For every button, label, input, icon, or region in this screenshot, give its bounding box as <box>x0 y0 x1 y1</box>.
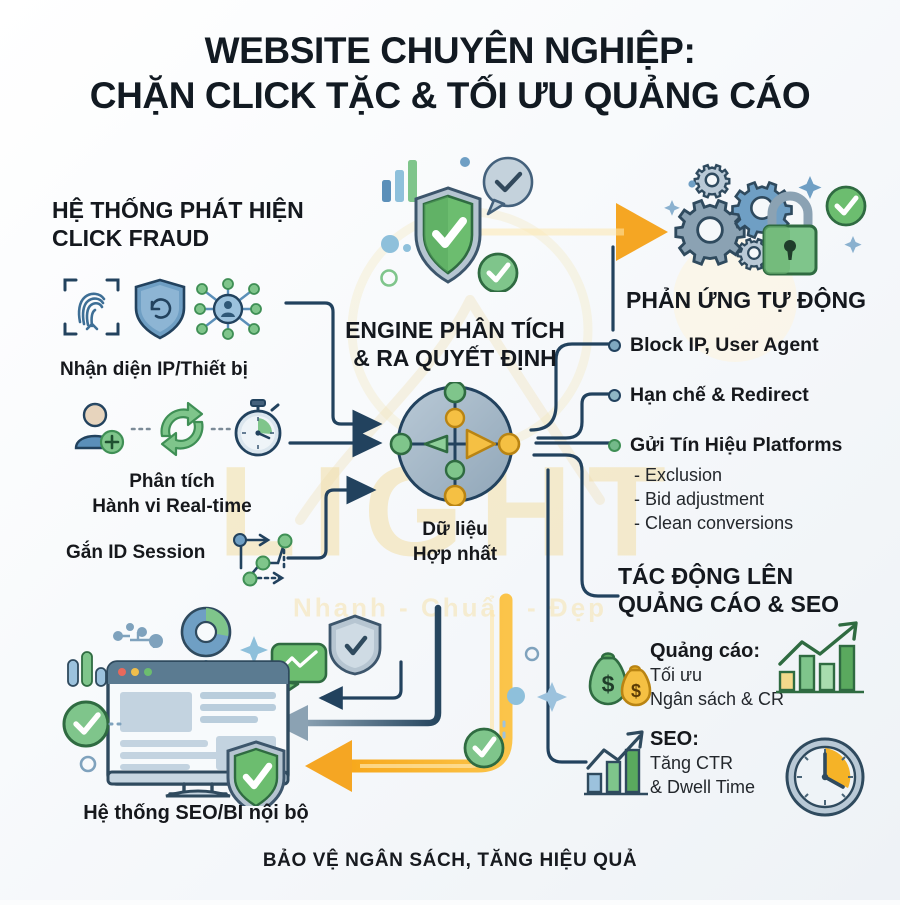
response-item-1-label: Hạn chế & Redirect <box>630 384 809 406</box>
response-item-2-label: Gửi Tín Hiệu Platforms <box>630 434 843 456</box>
caption-session: Gắn ID Session <box>66 542 206 563</box>
donut-chart-icon <box>180 606 232 678</box>
behavior-line-2: Hành vi Real-time <box>92 495 252 517</box>
seo-line-1: Tăng CTR <box>650 753 734 773</box>
page-title: WEBSITE CHUYÊN NGHIỆP: CHẶN CLICK TẶC & … <box>0 28 900 118</box>
watermark-sub-text: Nhanh - Chuẩn - Đẹp <box>292 592 608 623</box>
network-user-icon <box>194 278 262 340</box>
response-sub-item-1: - Bid adjustment <box>634 488 765 509</box>
detection-icon-row <box>60 272 290 349</box>
monitor-dashboard-icon <box>58 596 358 816</box>
stopwatch-icon <box>234 399 282 457</box>
response-item-1[interactable]: Hạn chế & Redirect <box>608 384 809 407</box>
shield-refresh-icon <box>134 278 186 340</box>
fingerprint-scan-icon <box>63 278 120 336</box>
ads-block: Quảng cáo: Tối ưu Ngân sách & CR <box>650 638 784 712</box>
section-heading-impact: TÁC ĐỘNG LÊN QUẢNG CÁO & SEO <box>618 562 839 618</box>
center-shield-check-icon <box>326 612 384 681</box>
refresh-cycle-icon <box>160 401 204 457</box>
unified-data-line-2: Hợp nhất <box>412 543 498 565</box>
ads-title: Quảng cáo: <box>650 640 761 662</box>
money-bags-icon: $ $ <box>586 640 658 715</box>
top-shield-cluster <box>372 152 622 297</box>
caption-unified-data: Dữ liệu Hợp nhất <box>380 518 530 567</box>
title-line-2: CHẶN CLICK TẶC & TỐI ƯU QUẢNG CÁO <box>89 75 811 117</box>
user-add-icon <box>74 402 125 455</box>
lock-icon <box>762 191 818 276</box>
check-badge-icon <box>477 252 519 294</box>
footer-caption: BẢO VỆ NGÂN SÁCH, TĂNG HIỆU QUẢ <box>262 850 638 871</box>
caption-seo-bi: Hệ thống SEO/BI nội bộ <box>83 802 309 824</box>
unified-data-line-1: Dữ liệu <box>422 519 488 540</box>
response-item-0-label: Block IP, User Agent <box>630 334 819 356</box>
shield-check-icon <box>414 186 482 284</box>
caption-ip-device: Nhận diện IP/Thiết bị <box>60 359 248 380</box>
sparkle-icon <box>240 636 268 664</box>
section-heading-engine: ENGINE PHÂN TÍCH & RA QUYẾT ĐỊNH <box>330 316 580 372</box>
response-sub-item-0: - Exclusion <box>634 465 723 485</box>
pill-bars-icon <box>67 651 107 687</box>
check-badge-icon <box>825 185 867 227</box>
bullet-dot-icon <box>608 389 621 402</box>
impact-heading-line-1: TÁC ĐỘNG LÊN <box>618 563 794 589</box>
bullet-dot-icon <box>608 339 621 352</box>
behavior-icon-row <box>62 398 284 465</box>
seo-title: SEO: <box>650 728 699 750</box>
shield-check-icon <box>226 740 286 816</box>
engine-hub-icon <box>385 380 525 511</box>
response-sub-item-2: - Clean conversions <box>634 512 794 533</box>
seo-growth-chart-icon <box>582 728 660 807</box>
bar-chart-mini-icon <box>382 160 417 202</box>
ads-line-1: Tối ưu <box>650 665 703 685</box>
gear-large-icon <box>674 199 746 266</box>
behavior-line-1: Phân tích <box>129 471 215 492</box>
chat-check-icon <box>482 156 534 216</box>
decorative-dots <box>440 640 580 775</box>
gear-tiny-icon <box>736 237 772 271</box>
gear-small-icon <box>693 163 731 199</box>
seo-block: SEO: Tăng CTR & Dwell Time <box>650 726 755 800</box>
section-heading-response: PHẢN ỨNG TỰ ĐỘNG <box>626 287 867 313</box>
clock-icon <box>782 734 868 825</box>
section-heading-detection: HỆ THỐNG PHÁT HIỆN CLICK FRAUD <box>52 196 332 252</box>
engine-heading-line-2: & RA QUYẾT ĐỊNH <box>353 345 557 372</box>
svg-text:$: $ <box>631 681 641 701</box>
check-badge-icon <box>62 700 110 748</box>
seo-line-2: & Dwell Time <box>650 776 756 797</box>
response-sub-items: - Exclusion - Bid adjustment - Clean con… <box>634 464 793 535</box>
engine-heading-line-1: ENGINE PHÂN TÍCH <box>345 317 565 343</box>
growth-bar-chart-icon <box>774 620 868 705</box>
svg-text:$: $ <box>602 671 615 697</box>
sparkle-icon <box>664 176 862 254</box>
response-item-2[interactable]: Gửi Tín Hiệu Platforms <box>608 434 842 457</box>
title-line-1: WEBSITE CHUYÊN NGHIỆP: <box>204 30 696 71</box>
ads-line-2: Ngân sách & CR <box>650 688 785 709</box>
detection-heading-line-1: HỆ THỐNG PHÁT HIỆN <box>52 197 304 223</box>
session-flow-icon <box>228 528 298 595</box>
caption-behavior: Phân tích Hành vi Real-time <box>52 470 292 519</box>
automation-icon-cluster <box>650 158 890 293</box>
impact-heading-line-2: QUẢNG CÁO & SEO <box>618 591 840 618</box>
bullet-dot-icon <box>608 439 621 452</box>
detection-heading-line-2: CLICK FRAUD <box>52 225 210 252</box>
response-item-0[interactable]: Block IP, User Agent <box>608 334 819 357</box>
